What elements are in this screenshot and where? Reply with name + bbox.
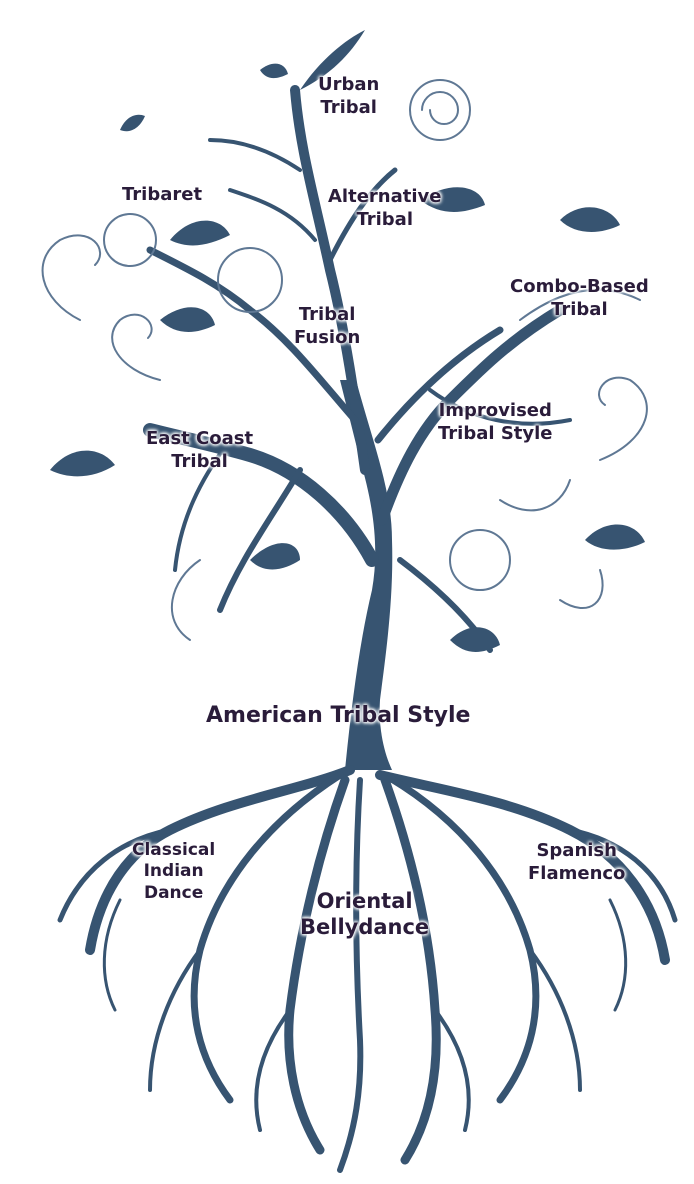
branch-east-coast-tribal: East Coast Tribal: [146, 428, 253, 473]
branch-eastcoast-line-2: Tribal: [146, 451, 253, 474]
branch-combo-based-tribal: Combo-Based Tribal: [510, 276, 649, 321]
root-flamenco-line-1: Spanish: [528, 840, 625, 863]
root-oriental-line-1: Oriental: [300, 888, 429, 914]
branch-combo-line-2: Tribal: [510, 299, 649, 322]
branch-fusion-line-1: Tribal: [294, 304, 360, 327]
roots: [60, 770, 675, 1170]
branch-urban-line-1: Urban: [318, 74, 379, 97]
branch-tribaret-line-1: Tribaret: [122, 184, 202, 207]
root-indian-line-1: Classical: [132, 840, 215, 861]
branches: [150, 90, 570, 650]
root-indian-line-3: Dance: [132, 883, 215, 904]
root-indian-line-2: Indian: [132, 861, 215, 882]
branch-urban-tribal: Urban Tribal: [318, 74, 379, 119]
branch-alternative-line-2: Tribal: [328, 209, 441, 232]
branch-fusion-line-2: Fusion: [294, 327, 360, 350]
branch-urban-line-2: Tribal: [318, 97, 379, 120]
branch-improvised-line-1: Improvised: [438, 400, 553, 423]
branch-improvised-tribal-style: Improvised Tribal Style: [438, 400, 553, 445]
root-oriental-line-2: Bellydance: [300, 914, 429, 940]
branch-tribaret: Tribaret: [122, 184, 202, 207]
branch-combo-line-1: Combo-Based: [510, 276, 649, 299]
trunk-label: American Tribal Style: [206, 702, 470, 730]
branch-alternative-line-1: Alternative: [328, 186, 441, 209]
root-flamenco-line-2: Flamenco: [528, 863, 625, 886]
branch-alternative-tribal: Alternative Tribal: [328, 186, 441, 231]
branch-eastcoast-line-1: East Coast: [146, 428, 253, 451]
root-spanish-flamenco: Spanish Flamenco: [528, 840, 625, 885]
root-oriental-bellydance: Oriental Bellydance: [300, 888, 429, 941]
root-classical-indian-dance: Classical Indian Dance: [132, 840, 215, 904]
branch-improvised-line-2: Tribal Style: [438, 423, 553, 446]
branch-tribal-fusion: Tribal Fusion: [294, 304, 360, 349]
trunk-american-tribal-style: American Tribal Style: [206, 702, 470, 730]
